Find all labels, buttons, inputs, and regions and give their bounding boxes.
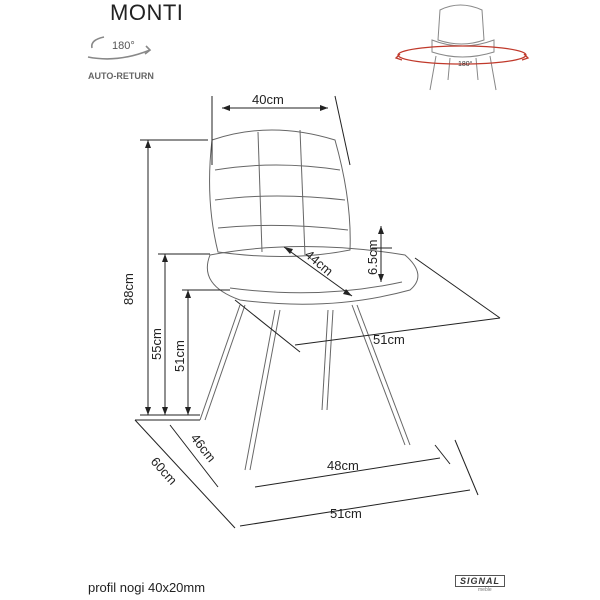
dim-seat-height: 51cm — [172, 340, 187, 372]
auto-return-label: AUTO-RETURN — [88, 71, 154, 81]
dim-total-depth: 60cm — [148, 454, 180, 488]
dim-top-width: 40cm — [252, 92, 284, 107]
brand-subtext: meble — [478, 587, 492, 593]
chair-outline — [199, 129, 419, 471]
swivel-arrow — [394, 45, 530, 65]
swivel-angle-text: 180° — [458, 60, 473, 68]
dim-seat-depth: 44cm — [302, 247, 336, 279]
dimension-lines — [134, 95, 501, 529]
rotation-icon — [87, 36, 152, 60]
dim-leg-depth: 46cm — [188, 431, 219, 465]
dim-total-height: 88cm — [121, 273, 136, 305]
product-title: MONTI — [110, 0, 184, 25]
dimension-ticks — [145, 105, 384, 415]
leg-profile-note: profil nogi 40x20mm — [88, 580, 206, 595]
dim-armrest-height: 55cm — [149, 328, 164, 360]
dim-seat-width: 51cm — [373, 332, 405, 347]
brand-logo: SIGNAL — [455, 575, 506, 587]
dim-backrest-tilt: 6.5cm — [365, 240, 380, 275]
dim-leg-width: 48cm — [327, 458, 359, 473]
dim-total-width: 51cm — [330, 506, 362, 521]
swivel-preview-chair — [429, 4, 497, 91]
rotation-angle-label: 180° — [112, 40, 135, 52]
